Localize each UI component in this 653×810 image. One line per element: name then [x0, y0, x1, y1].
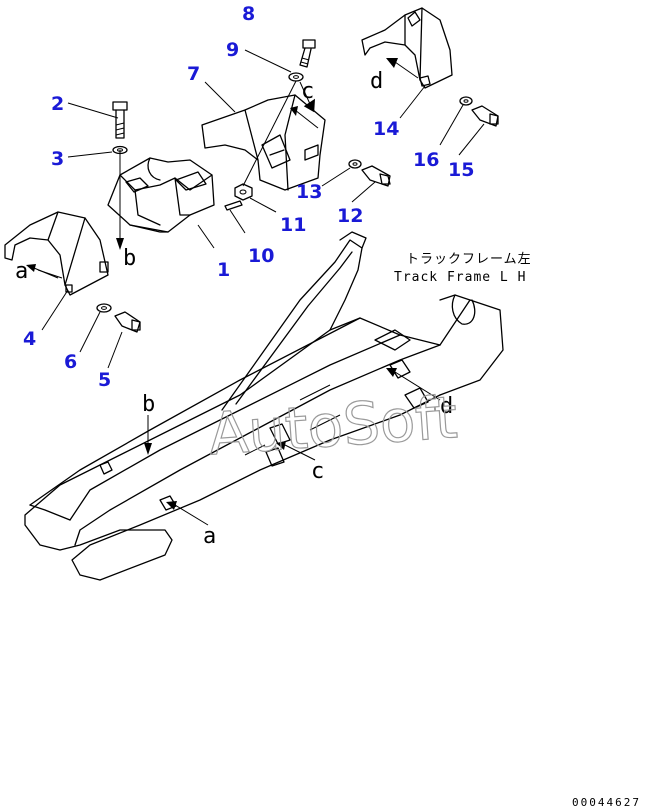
bolt-8 [299, 39, 316, 68]
leader-lines [41, 49, 485, 369]
callout-d-cover: d [370, 69, 383, 94]
watermark-text: AutoSoft [206, 383, 459, 468]
pin-10 [224, 200, 243, 211]
drawing-code: 00044627 [572, 796, 641, 809]
part-number-16: 16 [413, 149, 439, 171]
part-number-14: 14 [373, 118, 399, 140]
callout-c-frame: c [311, 459, 324, 484]
part-number-5: 5 [98, 369, 111, 391]
washer-6 [96, 303, 112, 313]
part-number-3: 3 [51, 148, 64, 170]
bolt-12 [361, 165, 391, 187]
frame-label: トラックフレーム左 Track Frame L H [394, 252, 532, 285]
part-number-12: 12 [337, 205, 363, 227]
nut-11 [234, 183, 253, 201]
washer-13 [348, 159, 362, 169]
cover-c-drawing [201, 94, 326, 191]
bolt-2 [112, 101, 128, 139]
bracket-drawing [107, 157, 215, 233]
part-number-15: 15 [448, 159, 474, 181]
washer-16 [459, 96, 473, 106]
part-number-7: 7 [187, 63, 200, 85]
callout-d-frame: d [440, 394, 453, 419]
callout-c-cover: c [301, 79, 314, 104]
part-numbers: 1 2 3 4 5 6 7 8 9 10 11 12 13 14 15 16 [23, 3, 474, 391]
part-number-1: 1 [217, 259, 230, 281]
part-number-4: 4 [23, 328, 36, 350]
frame-label-japanese: トラックフレーム左 [406, 252, 532, 267]
callout-b-frame: b [142, 392, 155, 417]
cover-d-drawing [361, 7, 453, 89]
frame-label-english: Track Frame L H [394, 270, 526, 285]
cover-a-drawing [4, 211, 109, 296]
callout-a-cover: a [15, 259, 28, 284]
bolt-15 [471, 105, 499, 127]
bolt-5 [114, 311, 141, 333]
callout-b-bracket: b [123, 246, 136, 271]
part-number-11: 11 [280, 214, 306, 236]
part-number-6: 6 [64, 351, 77, 373]
part-number-13: 13 [296, 181, 322, 203]
callout-arrows [26, 58, 441, 526]
part-number-8: 8 [242, 3, 255, 25]
part-number-10: 10 [248, 245, 274, 267]
track-frame-drawing [24, 231, 504, 581]
part-number-9: 9 [226, 39, 239, 61]
callout-letters: b a c d b c a d [15, 69, 453, 549]
callout-a-frame: a [203, 524, 216, 549]
part-number-2: 2 [51, 93, 64, 115]
